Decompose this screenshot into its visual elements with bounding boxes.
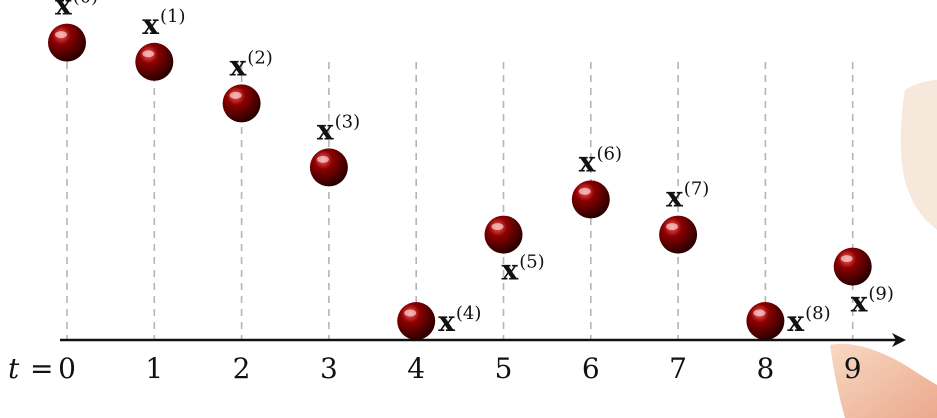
tick-label-8: 8 [756, 352, 774, 385]
state-ball-6 [571, 180, 610, 219]
state-ball-highlight-7 [666, 223, 679, 231]
state-label-base-2: x [230, 49, 247, 82]
state-label-6: x(6) [579, 143, 622, 178]
state-label-3: x(3) [317, 111, 360, 146]
state-label-5: x(5) [502, 252, 545, 287]
axis-equals-sign: = [30, 352, 53, 385]
state-ball-8 [746, 302, 785, 340]
state-ball-highlight-2 [229, 91, 242, 99]
presenter-hand-icon [830, 80, 937, 418]
state-label-sup-6: (6) [597, 143, 623, 164]
state-label-sup-2: (2) [247, 47, 273, 68]
state-label-base-1: x [142, 8, 159, 41]
tick-label-4: 4 [407, 352, 425, 385]
state-ball-highlight-5 [491, 223, 504, 231]
tick-label-0: 0 [58, 352, 76, 385]
state-ball-3 [309, 148, 348, 187]
state-ball-highlight-1 [142, 50, 155, 58]
state-ball-7 [659, 215, 698, 254]
state-label-base-6: x [579, 145, 596, 178]
state-label-base-5: x [502, 254, 519, 287]
state-label-1: x(1) [142, 6, 185, 41]
state-label-base-7: x [666, 181, 683, 214]
gridline-group [66, 62, 854, 340]
axis-arrow-icon [892, 333, 906, 347]
state-label-sup-9: (9) [868, 284, 894, 305]
state-label-base-9: x [851, 286, 868, 319]
state-label-sup-1: (1) [160, 6, 186, 27]
state-ball-4 [397, 302, 436, 340]
tick-label-group: t = 0 1 2 3 4 5 6 7 8 9 [8, 352, 862, 385]
state-label-sup-8: (8) [805, 303, 831, 324]
state-label-base-3: x [317, 113, 334, 146]
state-points [48, 23, 872, 340]
state-ball-highlight-6 [578, 187, 591, 195]
state-labels: x(0)x(1)x(2)x(3)x(4)x(5)x(6)x(7)x(8)x(9) [55, 0, 894, 338]
state-label-7: x(7) [666, 179, 709, 214]
state-ball-highlight-0 [55, 31, 67, 39]
state-label-base-0: x [55, 0, 72, 22]
state-ball-1 [135, 42, 174, 81]
axis-variable-label: t [8, 352, 20, 385]
state-label-sup-5: (5) [519, 252, 545, 273]
state-label-sup-4: (4) [456, 303, 482, 324]
state-label-sup-3: (3) [335, 111, 361, 132]
state-label-9: x(9) [851, 284, 894, 319]
state-label-4: x(4) [438, 303, 481, 338]
state-label-0: x(0) [55, 0, 98, 22]
state-ball-highlight-4 [404, 309, 417, 317]
state-label-base-4: x [438, 305, 455, 338]
tick-label-1: 1 [145, 352, 163, 385]
state-ball-5 [484, 215, 523, 254]
state-label-sup-0: (0) [73, 0, 99, 8]
state-ball-highlight-8 [753, 309, 766, 317]
state-ball-highlight-3 [316, 155, 329, 163]
tick-label-3: 3 [320, 352, 338, 385]
tick-label-6: 6 [582, 352, 600, 385]
state-ball-highlight-9 [840, 255, 853, 263]
time-axis [60, 333, 906, 347]
state-ball-0 [48, 23, 86, 62]
state-label-base-8: x [787, 305, 804, 338]
state-label-sup-7: (7) [684, 179, 710, 200]
tick-label-9: 9 [844, 352, 862, 385]
state-label-2: x(2) [230, 47, 273, 82]
state-ball-9 [833, 247, 872, 286]
tick-label-7: 7 [669, 352, 687, 385]
state-label-8: x(8) [787, 303, 830, 338]
tick-label-5: 5 [495, 352, 513, 385]
state-ball-2 [222, 84, 261, 123]
tick-label-2: 2 [233, 352, 251, 385]
